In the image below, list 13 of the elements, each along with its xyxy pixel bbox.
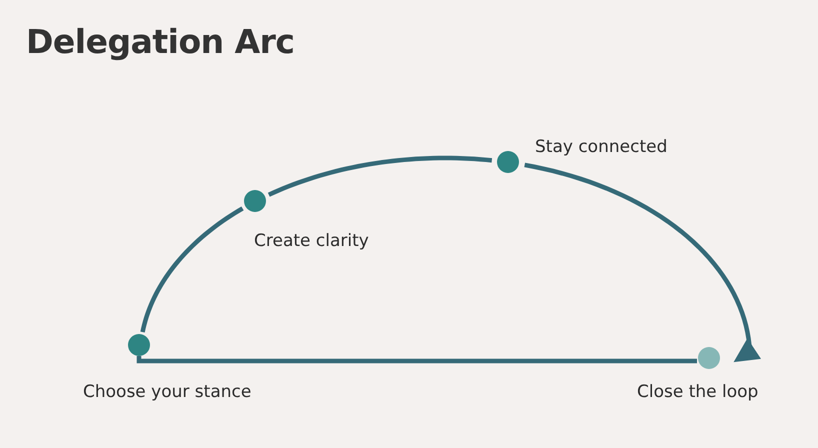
arrow [524,162,762,362]
step-dot [497,151,520,174]
connector-line [140,206,244,333]
connector-line [268,156,492,197]
step-label: Choose your stance [83,382,252,402]
step-label: Stay connected [535,137,668,157]
step-dot [244,190,266,212]
step-dot [698,347,720,369]
step-label: Create clarity [254,231,369,251]
title: Delegation Arc [26,22,294,61]
step-dot [128,334,150,356]
step-label: Close the loop [637,382,758,402]
connector-line [136,356,697,364]
